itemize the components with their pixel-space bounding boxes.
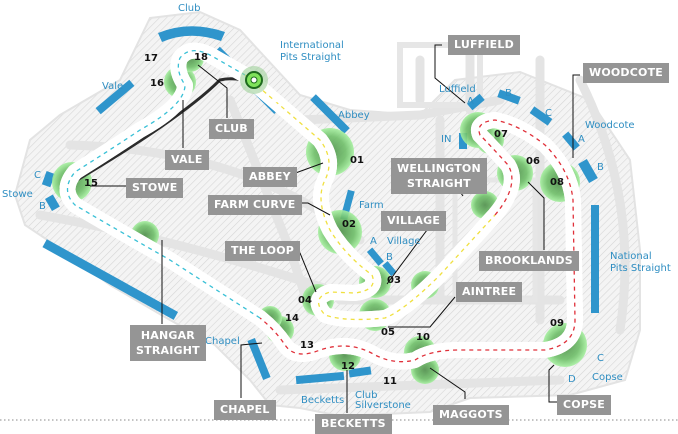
callout-copse[interactable]: COPSE bbox=[557, 395, 611, 415]
callout-line: HANGAR bbox=[140, 329, 195, 342]
stand-label-line: Club bbox=[355, 390, 378, 401]
stand-label-farm: Farm bbox=[359, 200, 384, 211]
callout-farm-curve[interactable]: FARM CURVE bbox=[208, 195, 302, 215]
callout-stowe[interactable]: STOWE bbox=[126, 178, 184, 198]
stand-label-line: International bbox=[280, 40, 344, 51]
stand-label-club: Club bbox=[178, 3, 201, 14]
stand-label-line: National bbox=[610, 251, 652, 262]
callout-line: STRAIGHT bbox=[136, 344, 200, 357]
stand-label-woodcote: Woodcote bbox=[585, 120, 635, 131]
corner-13: 13 bbox=[300, 340, 314, 351]
stand-label-village: Village bbox=[387, 236, 421, 247]
stand-label-luffield-c: C bbox=[545, 108, 552, 119]
stand-label-line: Pits Straight bbox=[280, 52, 341, 63]
stand-label-stowe-c: C bbox=[34, 170, 41, 181]
callout-club[interactable]: CLUB bbox=[209, 119, 254, 139]
corner-03: 03 bbox=[387, 275, 401, 286]
corner-14: 14 bbox=[285, 313, 299, 324]
stand-label-international-pits: International Pits Straight bbox=[280, 40, 344, 64]
corner-07: 07 bbox=[494, 129, 508, 140]
stand-label-luffield-in: IN bbox=[441, 134, 452, 145]
corner-10: 10 bbox=[416, 332, 430, 343]
stand-label-luffield-b: B bbox=[505, 88, 512, 99]
stand-label-copse: Copse bbox=[592, 372, 623, 383]
corner-04: 04 bbox=[298, 295, 312, 306]
callout-village[interactable]: VILLAGE bbox=[381, 211, 447, 231]
corner-11: 11 bbox=[383, 376, 397, 387]
corner-05: 05 bbox=[381, 327, 395, 338]
stand-label-woodcote-b: B bbox=[597, 162, 604, 173]
callout-vale[interactable]: VALE bbox=[165, 150, 209, 170]
stand-label-club-silverstone: Club Silverstone bbox=[355, 391, 411, 411]
stand-label-national-pits: National Pits Straight bbox=[610, 251, 671, 275]
stand-label-becketts: Becketts bbox=[301, 395, 345, 406]
stand-label-village-b: B bbox=[386, 252, 393, 263]
callout-wellington-straight[interactable]: WELLINGTON STRAIGHT bbox=[391, 158, 487, 194]
callout-maggots[interactable]: MAGGOTS bbox=[433, 405, 509, 425]
corner-06: 06 bbox=[526, 156, 540, 167]
corner-15: 15 bbox=[84, 178, 98, 189]
stand-label-copse-d: D bbox=[568, 374, 576, 385]
callout-becketts[interactable]: BECKETTS bbox=[315, 414, 392, 434]
stand-label-village-a: A bbox=[370, 236, 377, 247]
start-finish-marker bbox=[240, 66, 278, 103]
stand-label-chapel: Chapel bbox=[205, 336, 240, 347]
corner-01: 01 bbox=[350, 155, 364, 166]
corner-17: 17 bbox=[144, 53, 158, 64]
stand-label-copse-c: C bbox=[597, 353, 604, 364]
callout-the-loop[interactable]: THE LOOP bbox=[225, 241, 301, 261]
corner-16: 16 bbox=[150, 78, 164, 89]
stand-label-line: Silverstone bbox=[355, 400, 411, 411]
track-sector-dashes bbox=[66, 50, 576, 363]
stand-label-luffield: Luffield bbox=[439, 84, 476, 95]
stand-label-luffield-a: A bbox=[467, 96, 474, 107]
callout-woodcote[interactable]: WOODCOTE bbox=[583, 63, 670, 83]
stand-label-abbey: Abbey bbox=[338, 110, 370, 121]
corner-18: 18 bbox=[194, 52, 208, 63]
callout-luffield[interactable]: LUFFIELD bbox=[448, 35, 520, 55]
stand-label-stowe: Stowe bbox=[2, 189, 33, 200]
callout-chapel[interactable]: CHAPEL bbox=[214, 400, 276, 420]
callout-hangar-straight[interactable]: HANGAR STRAIGHT bbox=[130, 325, 206, 361]
corner-12: 12 bbox=[341, 361, 355, 372]
corner-08: 08 bbox=[550, 177, 564, 188]
callout-line: WELLINGTON bbox=[397, 162, 481, 175]
stand-label-vale: Vale bbox=[102, 81, 124, 92]
stand-label-stowe-b: B bbox=[39, 201, 46, 212]
callout-abbey[interactable]: ABBEY bbox=[243, 167, 297, 187]
stand-label-line: Pits Straight bbox=[610, 263, 671, 274]
callout-brooklands[interactable]: BROOKLANDS bbox=[479, 251, 579, 271]
corner-09: 09 bbox=[550, 318, 564, 329]
stand-label-woodcote-a: A bbox=[578, 134, 585, 145]
corner-02: 02 bbox=[342, 219, 356, 230]
callout-aintree[interactable]: AINTREE bbox=[456, 282, 523, 302]
callout-line: STRAIGHT bbox=[407, 177, 471, 190]
